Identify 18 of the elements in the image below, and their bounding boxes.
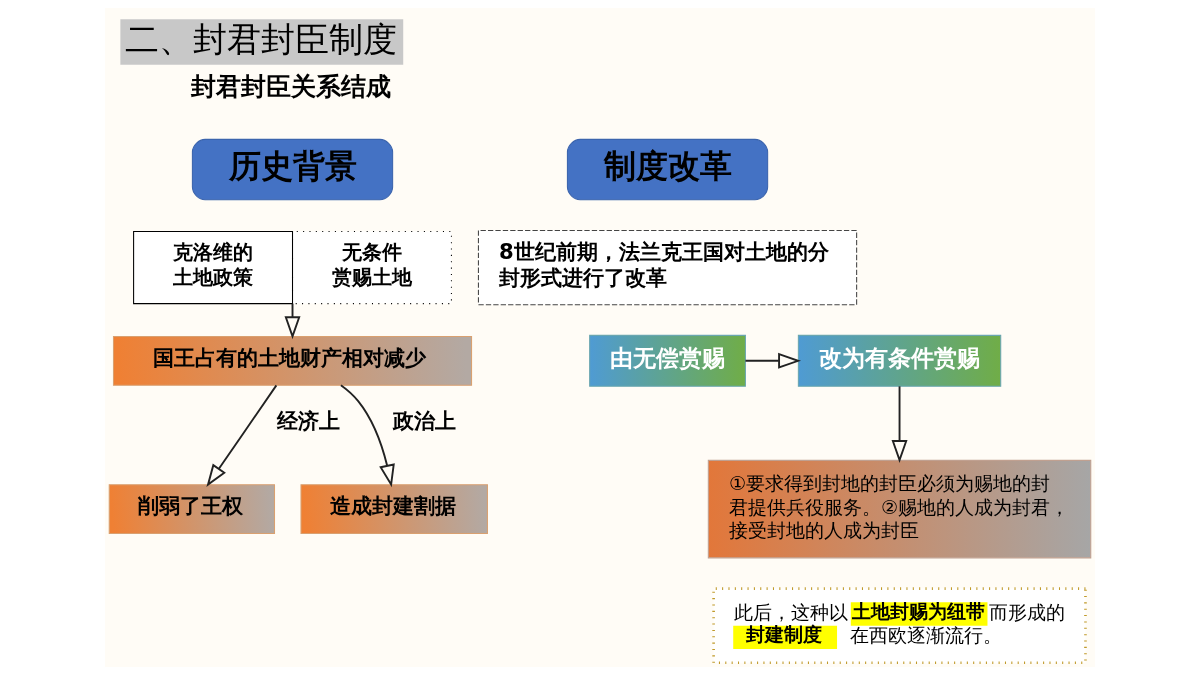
node-box: 改为有条件赏赐 (797, 334, 1002, 387)
node-box: 历史背景 (191, 138, 394, 201)
node-box: 8世纪前期，法兰克王国对土地的分封形式进行了改革 (477, 229, 858, 306)
node-box: 造成封建割据 (300, 484, 488, 534)
arrow (339, 384, 395, 488)
arrow (206, 384, 278, 487)
arrow (891, 385, 908, 463)
node-box: 国王占有的土地财产相对减少 (112, 335, 473, 386)
edge-label: 经济上 (277, 407, 341, 433)
node-box: 削弱了王权 (108, 484, 276, 534)
node-box: ①要求得到封地的封臣必须为赐地的封君提供兵役服务。②赐地的人成为封君，接受封地的人成为封臣 (707, 459, 1092, 559)
arrow (744, 352, 802, 369)
diagram-title: 二、封君封臣制度 (124, 19, 397, 59)
edge-label: 政治上 (392, 407, 456, 433)
node-box: 此后，这种以土地封赐为纽带而形成的封建制度在西欧逐渐流行。 (712, 587, 1087, 665)
label: 封君封臣关系结成 (190, 71, 391, 102)
node-box: 制度改革 (566, 138, 769, 201)
node-box: 由无偿赏赐 (589, 334, 746, 387)
